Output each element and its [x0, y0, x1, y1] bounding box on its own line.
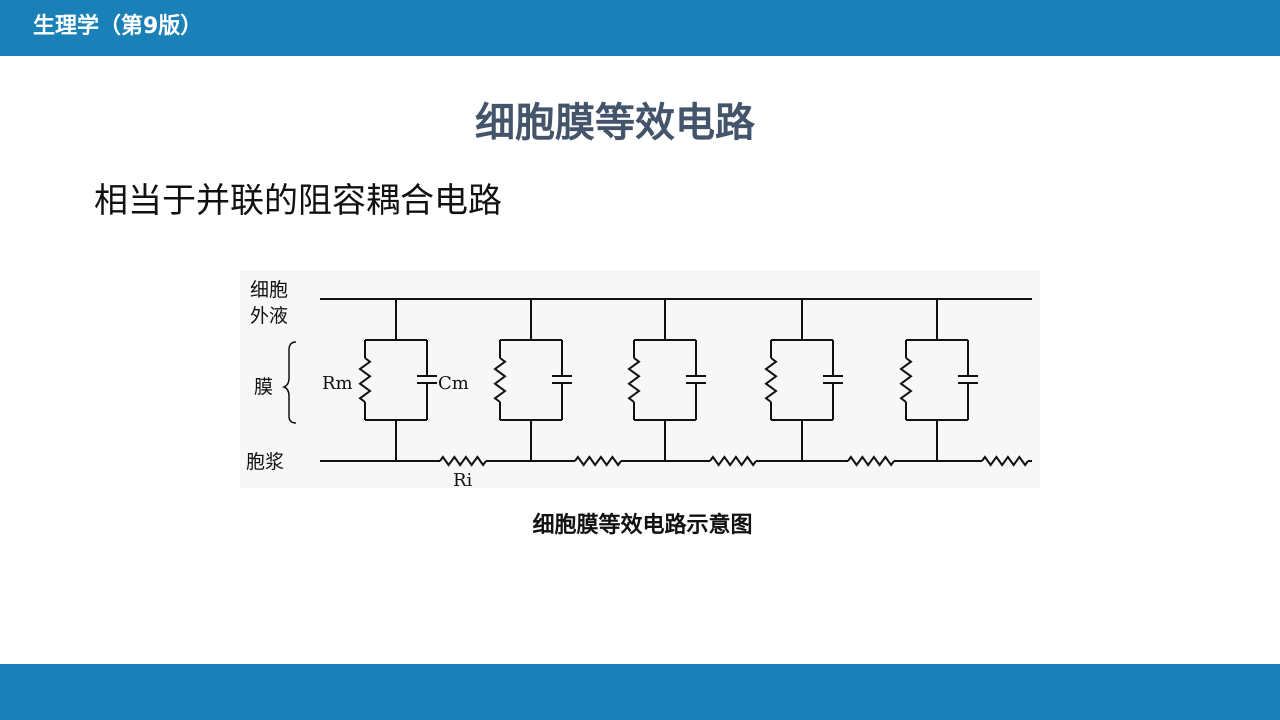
- slide-subtitle: 相当于并联的阻容耦合电路: [94, 181, 502, 221]
- diagram-caption: 细胞膜等效电路示意图: [532, 513, 753, 538]
- rm-resistor: [627, 357, 641, 403]
- footer-bar: [0, 664, 1280, 720]
- circuit-svg: 细胞 外液 膜 胞浆 Rm Cm Ri: [246, 279, 1032, 488]
- rm-resistor: [358, 357, 372, 403]
- extracellular-label-2: 外液: [250, 305, 288, 327]
- rm-label: Rm: [322, 373, 353, 394]
- header-bar: 生理学（第9版）: [0, 0, 1280, 56]
- membrane-label: 膜: [254, 376, 273, 398]
- ri-resistor: [574, 455, 622, 467]
- book-title: 生理学（第9版）: [33, 14, 203, 39]
- cytoplasm-label: 胞浆: [246, 451, 284, 473]
- rm-resistor: [899, 357, 913, 403]
- ri-resistor: [981, 455, 1029, 467]
- ri-resistor: [439, 455, 487, 467]
- rm-resistor: [764, 357, 778, 403]
- circuit-wiring: [320, 298, 1032, 467]
- equivalent-circuit-diagram: 细胞 外液 膜 胞浆 Rm Cm Ri: [240, 270, 1040, 488]
- extracellular-label-1: 细胞: [250, 279, 288, 301]
- membrane-brace: [281, 341, 297, 424]
- slide-title: 细胞膜等效电路: [475, 100, 755, 146]
- cm-label: Cm: [438, 373, 469, 394]
- ri-resistor: [847, 455, 895, 467]
- ri-resistor: [709, 455, 757, 467]
- rm-resistor: [493, 357, 507, 403]
- ri-label: Ri: [453, 470, 473, 488]
